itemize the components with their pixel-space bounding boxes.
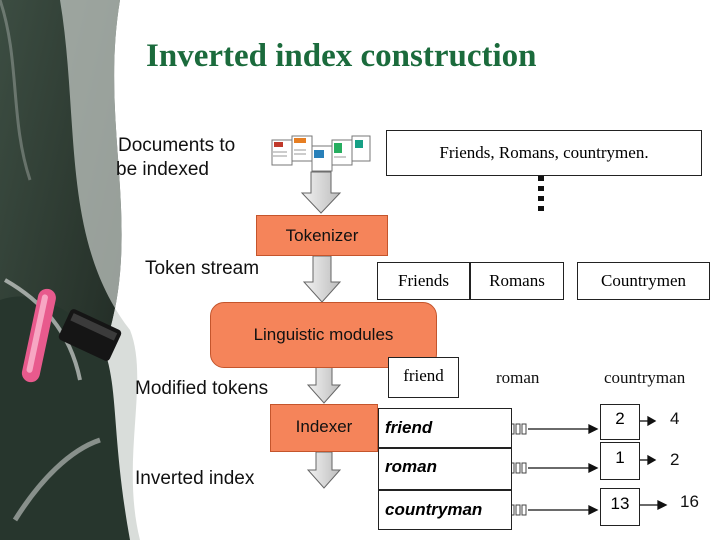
modified-box-friend: friend <box>388 357 459 398</box>
index-term-countryman: countryman <box>378 490 512 530</box>
token-stream-label: Token stream <box>145 258 260 279</box>
token-box-friends: Friends <box>377 262 470 300</box>
posting-cell: 1 <box>600 442 640 480</box>
token-friends: Friends <box>398 271 449 290</box>
index-term-countryman-label: countryman <box>385 500 483 519</box>
indexer-label: Indexer <box>295 417 353 436</box>
down-arrow-icon <box>300 171 342 214</box>
slide-title: Inverted index construction <box>146 38 537 74</box>
indexer-module: Indexer <box>270 404 378 452</box>
tokenizer-label: Tokenizer <box>285 225 359 245</box>
index-term-roman-label: roman <box>385 457 437 476</box>
modified-roman: roman <box>496 368 540 387</box>
document-stack-icon <box>271 135 371 172</box>
index-term-friend-label: friend <box>385 418 433 437</box>
posting-doc-id: 2 <box>615 409 625 428</box>
inverted-index-label: Inverted index <box>135 468 255 489</box>
posting-cell: 13 <box>600 488 640 526</box>
modified-tokens-label: Modified tokens <box>135 378 269 399</box>
documents-label-line-2: be indexed <box>116 159 209 180</box>
eraser-icon <box>58 309 122 361</box>
chalkboard-background <box>0 0 140 540</box>
posting-doc-id: 1 <box>615 448 625 467</box>
tokenizer-module: Tokenizer <box>256 215 388 256</box>
posting-doc-id: 16 <box>680 492 699 511</box>
token-countrymen: Countrymen <box>601 271 686 290</box>
pointer-icon <box>509 504 527 516</box>
token-box-romans: Romans <box>470 262 564 300</box>
posting-doc-id: 2 <box>670 450 680 469</box>
token-romans: Romans <box>489 271 545 290</box>
pointer-icon <box>509 423 527 435</box>
posting-doc-id: 13 <box>610 494 630 513</box>
posting-cell: 2 <box>600 404 640 440</box>
index-term-friend: friend <box>378 408 512 448</box>
modified-friend: friend <box>403 366 444 385</box>
down-arrow-icon <box>306 366 342 404</box>
chalk-stick-icon <box>21 288 56 383</box>
vertical-dots-icon <box>538 176 544 211</box>
index-term-roman: roman <box>378 448 512 490</box>
modified-countryman: countryman <box>604 368 686 387</box>
down-arrow-icon <box>302 255 342 303</box>
documents-label-line-1: Documents to <box>118 135 236 156</box>
pointer-icon <box>509 462 527 474</box>
document-text: Friends, Romans, countrymen. <box>439 143 649 162</box>
token-box-countrymen: Countrymen <box>577 262 710 300</box>
down-arrow-icon <box>306 451 342 489</box>
document-text-box: Friends, Romans, countrymen. <box>386 130 702 176</box>
posting-arrow <box>528 415 668 516</box>
linguistic-modules-label: Linguistic modules <box>253 325 394 344</box>
posting-doc-id: 4 <box>670 409 680 428</box>
